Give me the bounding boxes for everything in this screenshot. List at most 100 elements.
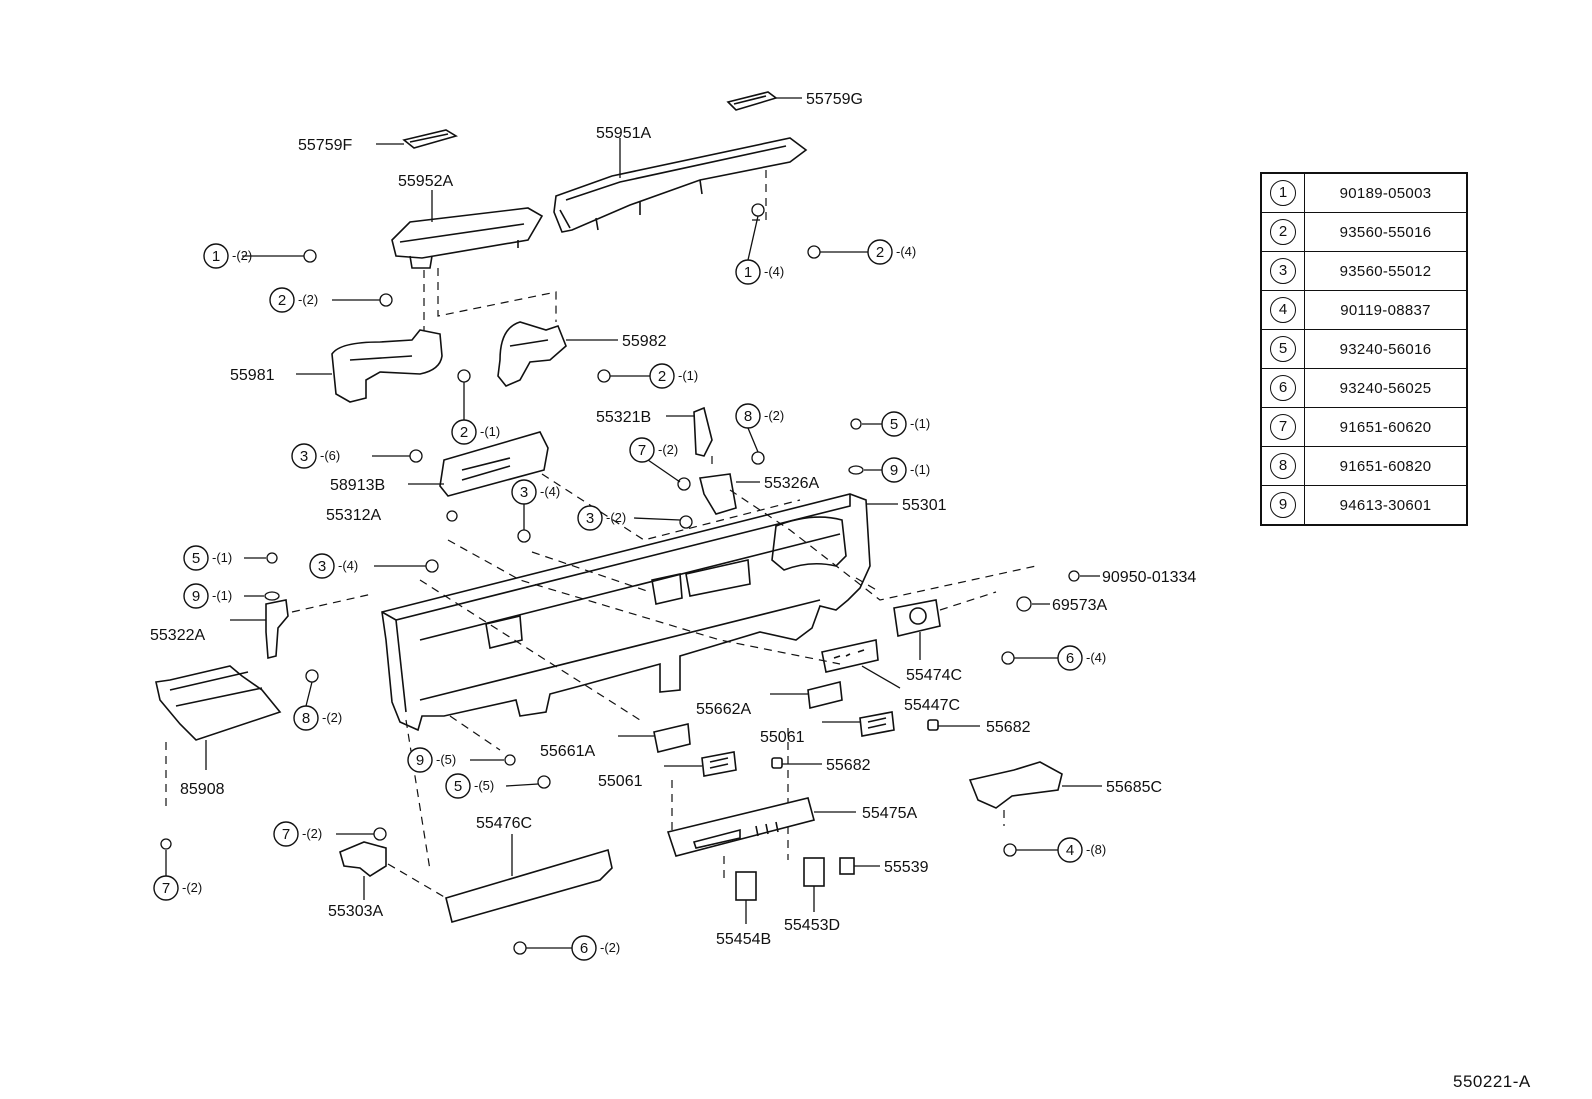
callout-number: 4 — [1066, 842, 1074, 859]
legend-circle-number: 5 — [1270, 336, 1296, 362]
callout-number: 7 — [638, 442, 646, 459]
label-55476C: 55476C — [476, 815, 532, 832]
label-55321B: 55321B — [596, 409, 651, 426]
label-55303A: 55303A — [328, 903, 383, 920]
part-55453D-drawing — [803, 857, 825, 912]
callout-8-a: 8 -(2) — [735, 403, 784, 453]
part-55474C-drawing — [893, 591, 997, 660]
legend-row: 9 94613-30601 — [1260, 485, 1468, 526]
legend-row: 6 93240-56025 — [1260, 368, 1468, 408]
callout-number: 2 — [876, 244, 884, 261]
callout-number: 3 — [520, 484, 528, 501]
callout-9-a: 9 -(1) — [864, 457, 930, 483]
callout-qty: -(1) — [480, 424, 500, 439]
label-90950-01334: 90950-01334 — [1102, 569, 1196, 586]
part-58913B-drawing — [408, 431, 549, 497]
callout-qty: -(6) — [320, 448, 340, 463]
callout-9-c: 9 -(5) — [407, 747, 504, 773]
part-55661A-drawing — [618, 723, 691, 753]
legend-row: 2 93560-55016 — [1260, 212, 1468, 252]
part-55301-drawing — [381, 493, 898, 871]
legend-part-number: 93240-56016 — [1304, 329, 1468, 369]
label-55685C: 55685C — [1106, 779, 1162, 796]
legend-part-number: 91651-60820 — [1304, 446, 1468, 486]
legend-part-number: 93560-55012 — [1304, 251, 1468, 291]
part-55454B-drawing — [735, 871, 757, 924]
callout-qty: -(2) — [298, 292, 318, 307]
part-55982-drawing — [497, 321, 618, 387]
part-55685C-drawing — [968, 761, 1102, 826]
callout-number: 3 — [586, 510, 594, 527]
callout-qty: -(1) — [212, 550, 232, 565]
legend-part-number: 93240-56025 — [1304, 368, 1468, 408]
legend-row: 5 93240-56016 — [1260, 329, 1468, 369]
label-55661A: 55661A — [540, 743, 595, 760]
label-55759G: 55759G — [806, 91, 863, 108]
label-55061-a: 55061 — [760, 729, 805, 746]
legend-row: 7 91651-60620 — [1260, 407, 1468, 447]
label-55312A: 55312A — [326, 507, 381, 524]
callout-qty: -(5) — [436, 752, 456, 767]
part-55759F-drawing — [376, 129, 458, 149]
legend-circle-number: 2 — [1270, 219, 1296, 245]
label-69573A: 69573A — [1052, 597, 1107, 614]
callout-3-c: 3 -(2) — [577, 505, 681, 531]
legend-row: 8 91651-60820 — [1260, 446, 1468, 486]
callout-5-b: 5 -(1) — [183, 545, 266, 571]
part-55322A-drawing — [230, 593, 373, 660]
part-55321B-drawing — [666, 406, 713, 470]
callout-number: 2 — [460, 424, 468, 441]
callout-2-b: 2 -(4) — [820, 239, 916, 265]
legend-circle-number: 8 — [1270, 453, 1296, 479]
callout-qty: -(4) — [896, 244, 916, 259]
callout-number: 5 — [192, 550, 200, 567]
callout-number: 5 — [454, 778, 462, 795]
callout-qty: -(1) — [910, 462, 930, 477]
callout-number: 8 — [744, 408, 752, 425]
callout-3-d: 3 -(4) — [309, 553, 426, 579]
part-55981-drawing — [296, 329, 443, 403]
legend-row: 4 90119-08837 — [1260, 290, 1468, 330]
label-55322A: 55322A — [150, 627, 205, 644]
callout-3-a: 3 -(6) — [291, 443, 410, 469]
part-55061-drawing-left — [664, 751, 737, 777]
legend-circle-number: 3 — [1270, 258, 1296, 284]
part-55952A-drawing — [391, 190, 557, 338]
part-55326A-drawing — [699, 473, 760, 515]
fastener-glyphs — [160, 203, 1080, 955]
callout-number: 9 — [890, 462, 898, 479]
callout-number: 2 — [278, 292, 286, 309]
callout-number: 8 — [302, 710, 310, 727]
label-55982: 55982 — [622, 333, 667, 350]
callout-3-b: 3 -(4) — [511, 479, 560, 530]
legend-part-number: 91651-60620 — [1304, 407, 1468, 447]
label-55475A: 55475A — [862, 805, 917, 822]
part-55662A-drawing — [770, 681, 843, 709]
label-55952A: 55952A — [398, 173, 453, 190]
callout-qty: -(1) — [910, 416, 930, 431]
callout-5-a: 5 -(1) — [862, 411, 930, 437]
legend-circle-number: 6 — [1270, 375, 1296, 401]
part-85908-drawing — [155, 665, 282, 810]
legend-circle-number: 4 — [1270, 297, 1296, 323]
callout-6-a: 6 -(4) — [1014, 645, 1106, 671]
callout-qty: -(2) — [232, 248, 252, 263]
legend-circle-number: 7 — [1270, 414, 1296, 440]
label-55301: 55301 — [902, 497, 947, 514]
callout-1-b: 1 -(4) — [735, 215, 784, 285]
callout-number: 6 — [1066, 650, 1074, 667]
label-55326A: 55326A — [764, 475, 819, 492]
legend-row: 3 93560-55012 — [1260, 251, 1468, 291]
part-55539-drawing — [839, 857, 880, 875]
label-55061-b: 55061 — [598, 773, 643, 790]
assembly-dash-lines — [419, 473, 1037, 751]
callout-qty: -(4) — [540, 484, 560, 499]
callout-qty: -(2) — [658, 442, 678, 457]
part-55447C-drawing — [821, 639, 901, 689]
callout-qty: -(1) — [212, 588, 232, 603]
part-55682-drawing-left — [771, 757, 822, 769]
label-58913B: 58913B — [330, 477, 385, 494]
callout-4-a: 4 -(8) — [1016, 837, 1106, 863]
callout-number: 9 — [416, 752, 424, 769]
